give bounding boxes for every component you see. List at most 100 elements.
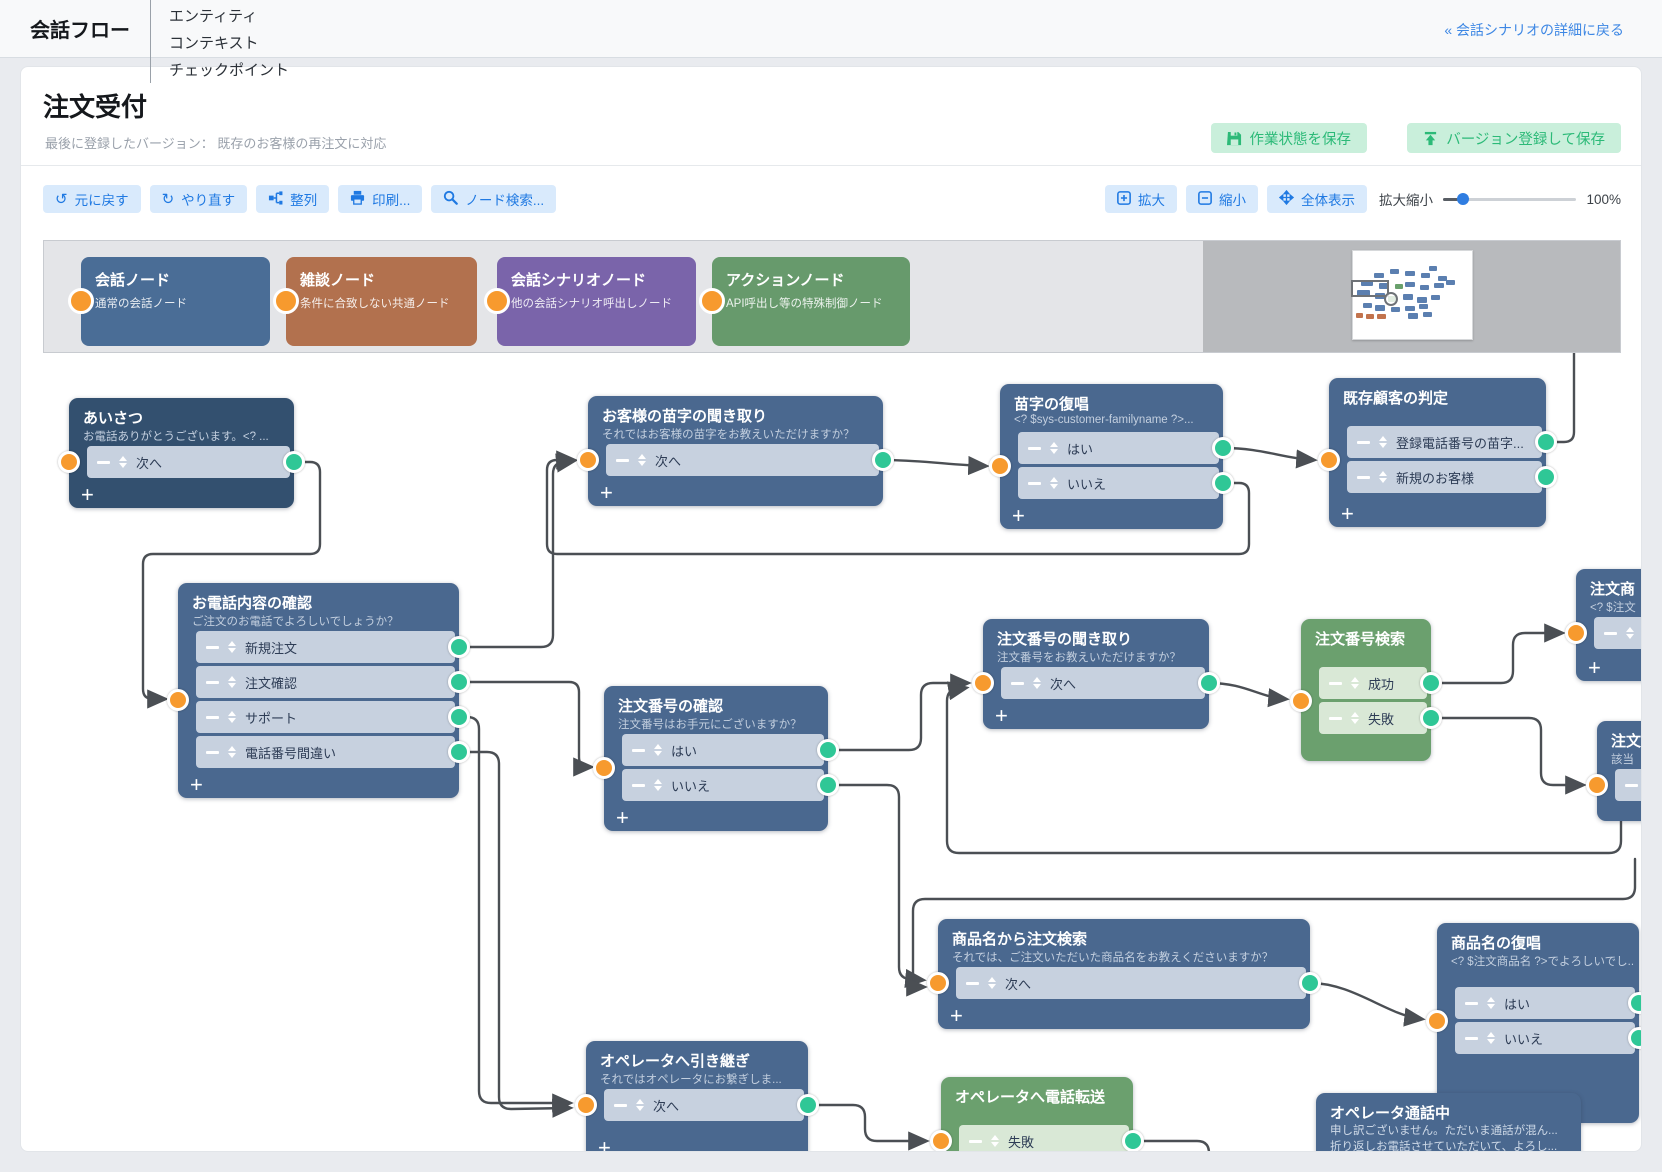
- node-row[interactable]: 新規注文: [196, 631, 455, 663]
- node-row[interactable]: 次へ: [87, 446, 290, 478]
- node-row[interactable]: はい: [1455, 987, 1635, 1019]
- connection-wire-3[interactable]: [1221, 446, 1318, 469]
- reorder-row-icon[interactable]: [228, 746, 236, 758]
- remove-row-icon[interactable]: [1028, 446, 1041, 450]
- reorder-row-icon[interactable]: [1050, 442, 1058, 454]
- node-row[interactable]: 新規のお客様: [1347, 461, 1542, 493]
- connection-wire-13[interactable]: [945, 681, 1623, 855]
- input-port[interactable]: [1290, 689, 1312, 712]
- node-row[interactable]: いいえ: [1018, 467, 1219, 499]
- input-port[interactable]: [1565, 622, 1587, 644]
- reorder-row-icon[interactable]: [636, 1099, 644, 1111]
- flow-node-operator-transfer[interactable]: オペレータへ電話転送失敗: [930, 1077, 1144, 1151]
- node-row[interactable]: はい: [1018, 432, 1219, 464]
- flow-node-family-name-repeat[interactable]: 苗字の復唱<? $sys-customer-familyname ?>...はい…: [989, 384, 1234, 529]
- zoom-slider-thumb[interactable]: [1457, 193, 1469, 205]
- node-row[interactable]: いいえ: [1455, 1022, 1635, 1054]
- reorder-row-icon[interactable]: [988, 977, 996, 989]
- reorder-row-icon[interactable]: [638, 454, 646, 466]
- flow-node-order-item-a[interactable]: 注文商<? $注文+: [1565, 569, 1641, 681]
- connection-wire-16[interactable]: [1308, 981, 1426, 1027]
- output-port[interactable]: [448, 636, 470, 658]
- output-port[interactable]: [1198, 672, 1220, 694]
- node-row[interactable]: [1594, 617, 1641, 649]
- remove-row-icon[interactable]: [1329, 681, 1342, 685]
- palette-drag-port[interactable]: [484, 288, 510, 314]
- input-port[interactable]: [575, 1094, 597, 1116]
- add-row-button[interactable]: +: [950, 1003, 963, 1028]
- remove-row-icon[interactable]: [206, 715, 219, 719]
- connection-wire-14[interactable]: [826, 783, 927, 989]
- input-port[interactable]: [577, 449, 599, 471]
- reorder-row-icon[interactable]: [1351, 677, 1359, 689]
- connection-wire-6[interactable]: [457, 680, 595, 777]
- print-button[interactable]: 印刷...: [338, 185, 423, 213]
- input-port[interactable]: [1426, 1009, 1448, 1032]
- tab-0[interactable]: インテント: [150, 0, 307, 2]
- minimap-viewport[interactable]: [1351, 280, 1389, 297]
- minimap[interactable]: [1351, 250, 1473, 340]
- input-port[interactable]: [1318, 448, 1340, 471]
- reorder-row-icon[interactable]: [119, 456, 127, 468]
- reorder-row-icon[interactable]: [1487, 1032, 1495, 1044]
- output-port[interactable]: [1122, 1130, 1144, 1151]
- node-search-button[interactable]: ノード検索...: [431, 185, 557, 213]
- output-port[interactable]: [448, 741, 470, 763]
- input-port[interactable]: [167, 688, 189, 711]
- node-row[interactable]: 次へ: [604, 1089, 804, 1121]
- tab-1[interactable]: エンティティ: [150, 1, 307, 29]
- palette-item-2[interactable]: 会話シナリオノード他の会話シナリオ呼出しノード: [484, 257, 696, 346]
- tab-2[interactable]: コンテキスト: [150, 28, 307, 56]
- output-port[interactable]: [1212, 437, 1234, 459]
- flow-node-order-item-b[interactable]: 注文該当: [1586, 721, 1641, 821]
- reorder-row-icon[interactable]: [1033, 677, 1041, 689]
- input-port[interactable]: [1586, 774, 1608, 796]
- flow-node-ask-family-name[interactable]: お客様の苗字の聞き取りそれではお客様の苗字をお教えいただけますか？次へ+: [577, 396, 894, 506]
- zoom-in-button[interactable]: 拡大: [1105, 185, 1177, 213]
- connection-wire-12[interactable]: [826, 673, 972, 752]
- palette-drag-port[interactable]: [68, 288, 94, 314]
- back-to-scenario-link[interactable]: « 会話シナリオの詳細に戻る: [1444, 22, 1624, 38]
- node-row[interactable]: 失敗: [1319, 702, 1427, 734]
- connection-wire-5[interactable]: [457, 453, 578, 649]
- connection-wire-7[interactable]: [457, 715, 574, 1113]
- reorder-row-icon[interactable]: [654, 779, 662, 791]
- save-version-button[interactable]: バージョン登録して保存: [1407, 123, 1621, 153]
- input-port[interactable]: [930, 1130, 952, 1151]
- connection-wire-18[interactable]: [1131, 1139, 1211, 1152]
- remove-row-icon[interactable]: [1028, 481, 1041, 485]
- node-row[interactable]: 次へ: [1001, 667, 1205, 699]
- remove-row-icon[interactable]: [614, 1103, 627, 1107]
- remove-row-icon[interactable]: [632, 748, 645, 752]
- reorder-row-icon[interactable]: [1379, 436, 1387, 448]
- input-port[interactable]: [593, 756, 615, 779]
- flow-node-existing-customer-check[interactable]: 既存顧客の判定登録電話番号の苗字...新規のお客様+: [1318, 378, 1557, 527]
- zoom-slider[interactable]: [1443, 192, 1577, 206]
- flow-node-order-number-ask[interactable]: 注文番号の聞き取り注文番号をお教えいただけますか？次へ+: [972, 619, 1220, 729]
- node-row[interactable]: 電話番号間違い: [196, 736, 455, 768]
- palette-drag-port[interactable]: [273, 288, 299, 314]
- remove-row-icon[interactable]: [1329, 716, 1342, 720]
- connection-wire-0[interactable]: [141, 460, 322, 709]
- connection-wire-9[interactable]: [1207, 681, 1290, 708]
- input-port[interactable]: [927, 972, 949, 994]
- input-port[interactable]: [972, 672, 994, 694]
- reorder-row-icon[interactable]: [1050, 477, 1058, 489]
- add-row-button[interactable]: +: [190, 772, 203, 797]
- node-row[interactable]: 登録電話番号の苗字...: [1347, 426, 1542, 458]
- palette-item-0[interactable]: 会話ノード通常の会話ノード: [68, 257, 270, 346]
- output-port[interactable]: [1628, 1027, 1641, 1049]
- remove-row-icon[interactable]: [97, 460, 110, 464]
- align-button[interactable]: 整列: [256, 185, 330, 213]
- remove-row-icon[interactable]: [1357, 475, 1370, 479]
- output-port[interactable]: [872, 449, 894, 471]
- add-row-button[interactable]: +: [600, 480, 613, 505]
- node-row[interactable]: 成功: [1319, 667, 1427, 699]
- input-port[interactable]: [989, 454, 1011, 477]
- connection-wire-4[interactable]: [1544, 351, 1576, 444]
- node-row[interactable]: サポート: [196, 701, 455, 733]
- connection-wire-11[interactable]: [1429, 716, 1587, 795]
- reorder-row-icon[interactable]: [228, 711, 236, 723]
- connection-wire-10[interactable]: [1429, 623, 1566, 685]
